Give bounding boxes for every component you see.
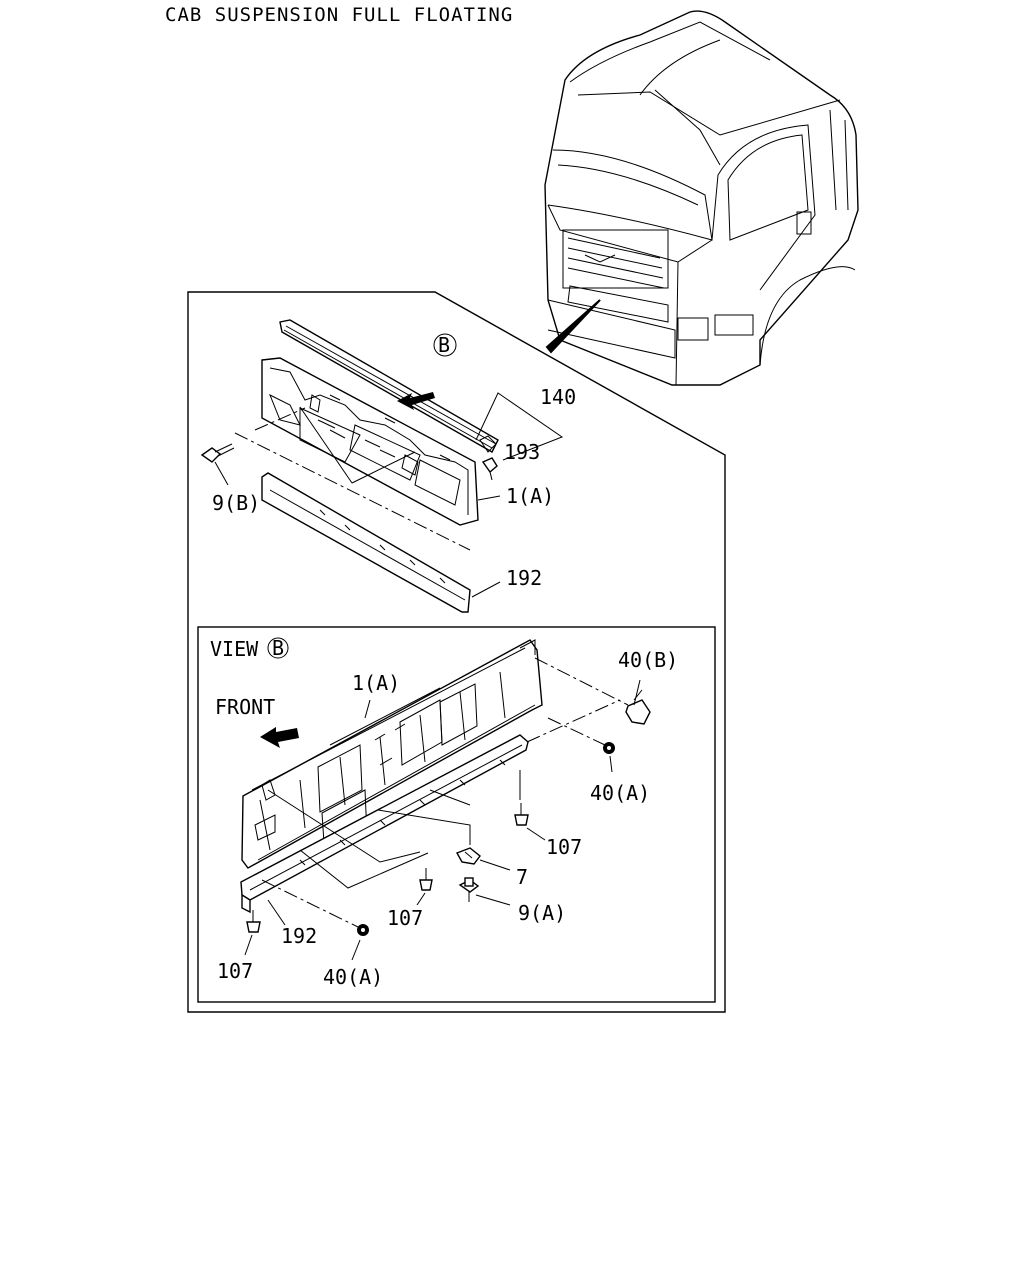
view-b-frame	[197, 626, 716, 1003]
clip-107-right-icon	[514, 803, 529, 826]
screw-9b-icon	[200, 443, 235, 463]
callout-140: 140	[540, 385, 576, 409]
callout-107-left: 107	[217, 959, 253, 983]
diagram-title: CAB SUSPENSION FULL FLOATING	[165, 4, 513, 26]
view-marker-circle	[433, 333, 457, 357]
clip-193-icon	[481, 457, 498, 481]
truck-cab-illustration	[544, 10, 859, 386]
upper-exploded-view: B	[200, 319, 564, 613]
callout-40a-right: 40(A)	[590, 781, 650, 805]
detail-pointer	[545, 299, 601, 354]
view-b-marker-label: B	[272, 636, 284, 660]
callout-192-view: 192	[281, 924, 317, 948]
front-arrow-icon	[260, 727, 299, 748]
screw-9a-icon	[458, 877, 480, 902]
lower-assembly-view	[240, 639, 651, 961]
bracket-7-icon	[455, 847, 481, 865]
view-title: VIEW	[210, 637, 259, 661]
nut-40b-icon	[625, 689, 651, 725]
callout-193: 193	[504, 440, 540, 464]
view-arrow-icon	[397, 392, 435, 410]
front-label: FRONT	[215, 695, 275, 719]
clip-107-mid-icon	[419, 868, 433, 891]
detail-frame	[187, 291, 726, 1013]
callout-1a-view: 1(A)	[352, 671, 400, 695]
view-marker-label: B	[438, 333, 450, 357]
callout-107-right: 107	[546, 835, 582, 859]
callout-40a-bottom: 40(A)	[323, 965, 383, 989]
callout-1a-top: 1(A)	[506, 484, 554, 508]
callout-192-top: 192	[506, 566, 542, 590]
callout-107-mid: 107	[387, 906, 423, 930]
nut-40a-right-icon	[603, 742, 615, 754]
view-b-marker-circle	[267, 637, 289, 659]
nut-40a-bottom-icon	[357, 924, 369, 936]
callout-7: 7	[516, 865, 528, 889]
callout-9a: 9(A)	[518, 901, 566, 925]
clip-107-left-icon	[246, 910, 261, 933]
callout-40b: 40(B)	[618, 648, 678, 672]
callout-9b: 9(B)	[212, 491, 260, 515]
